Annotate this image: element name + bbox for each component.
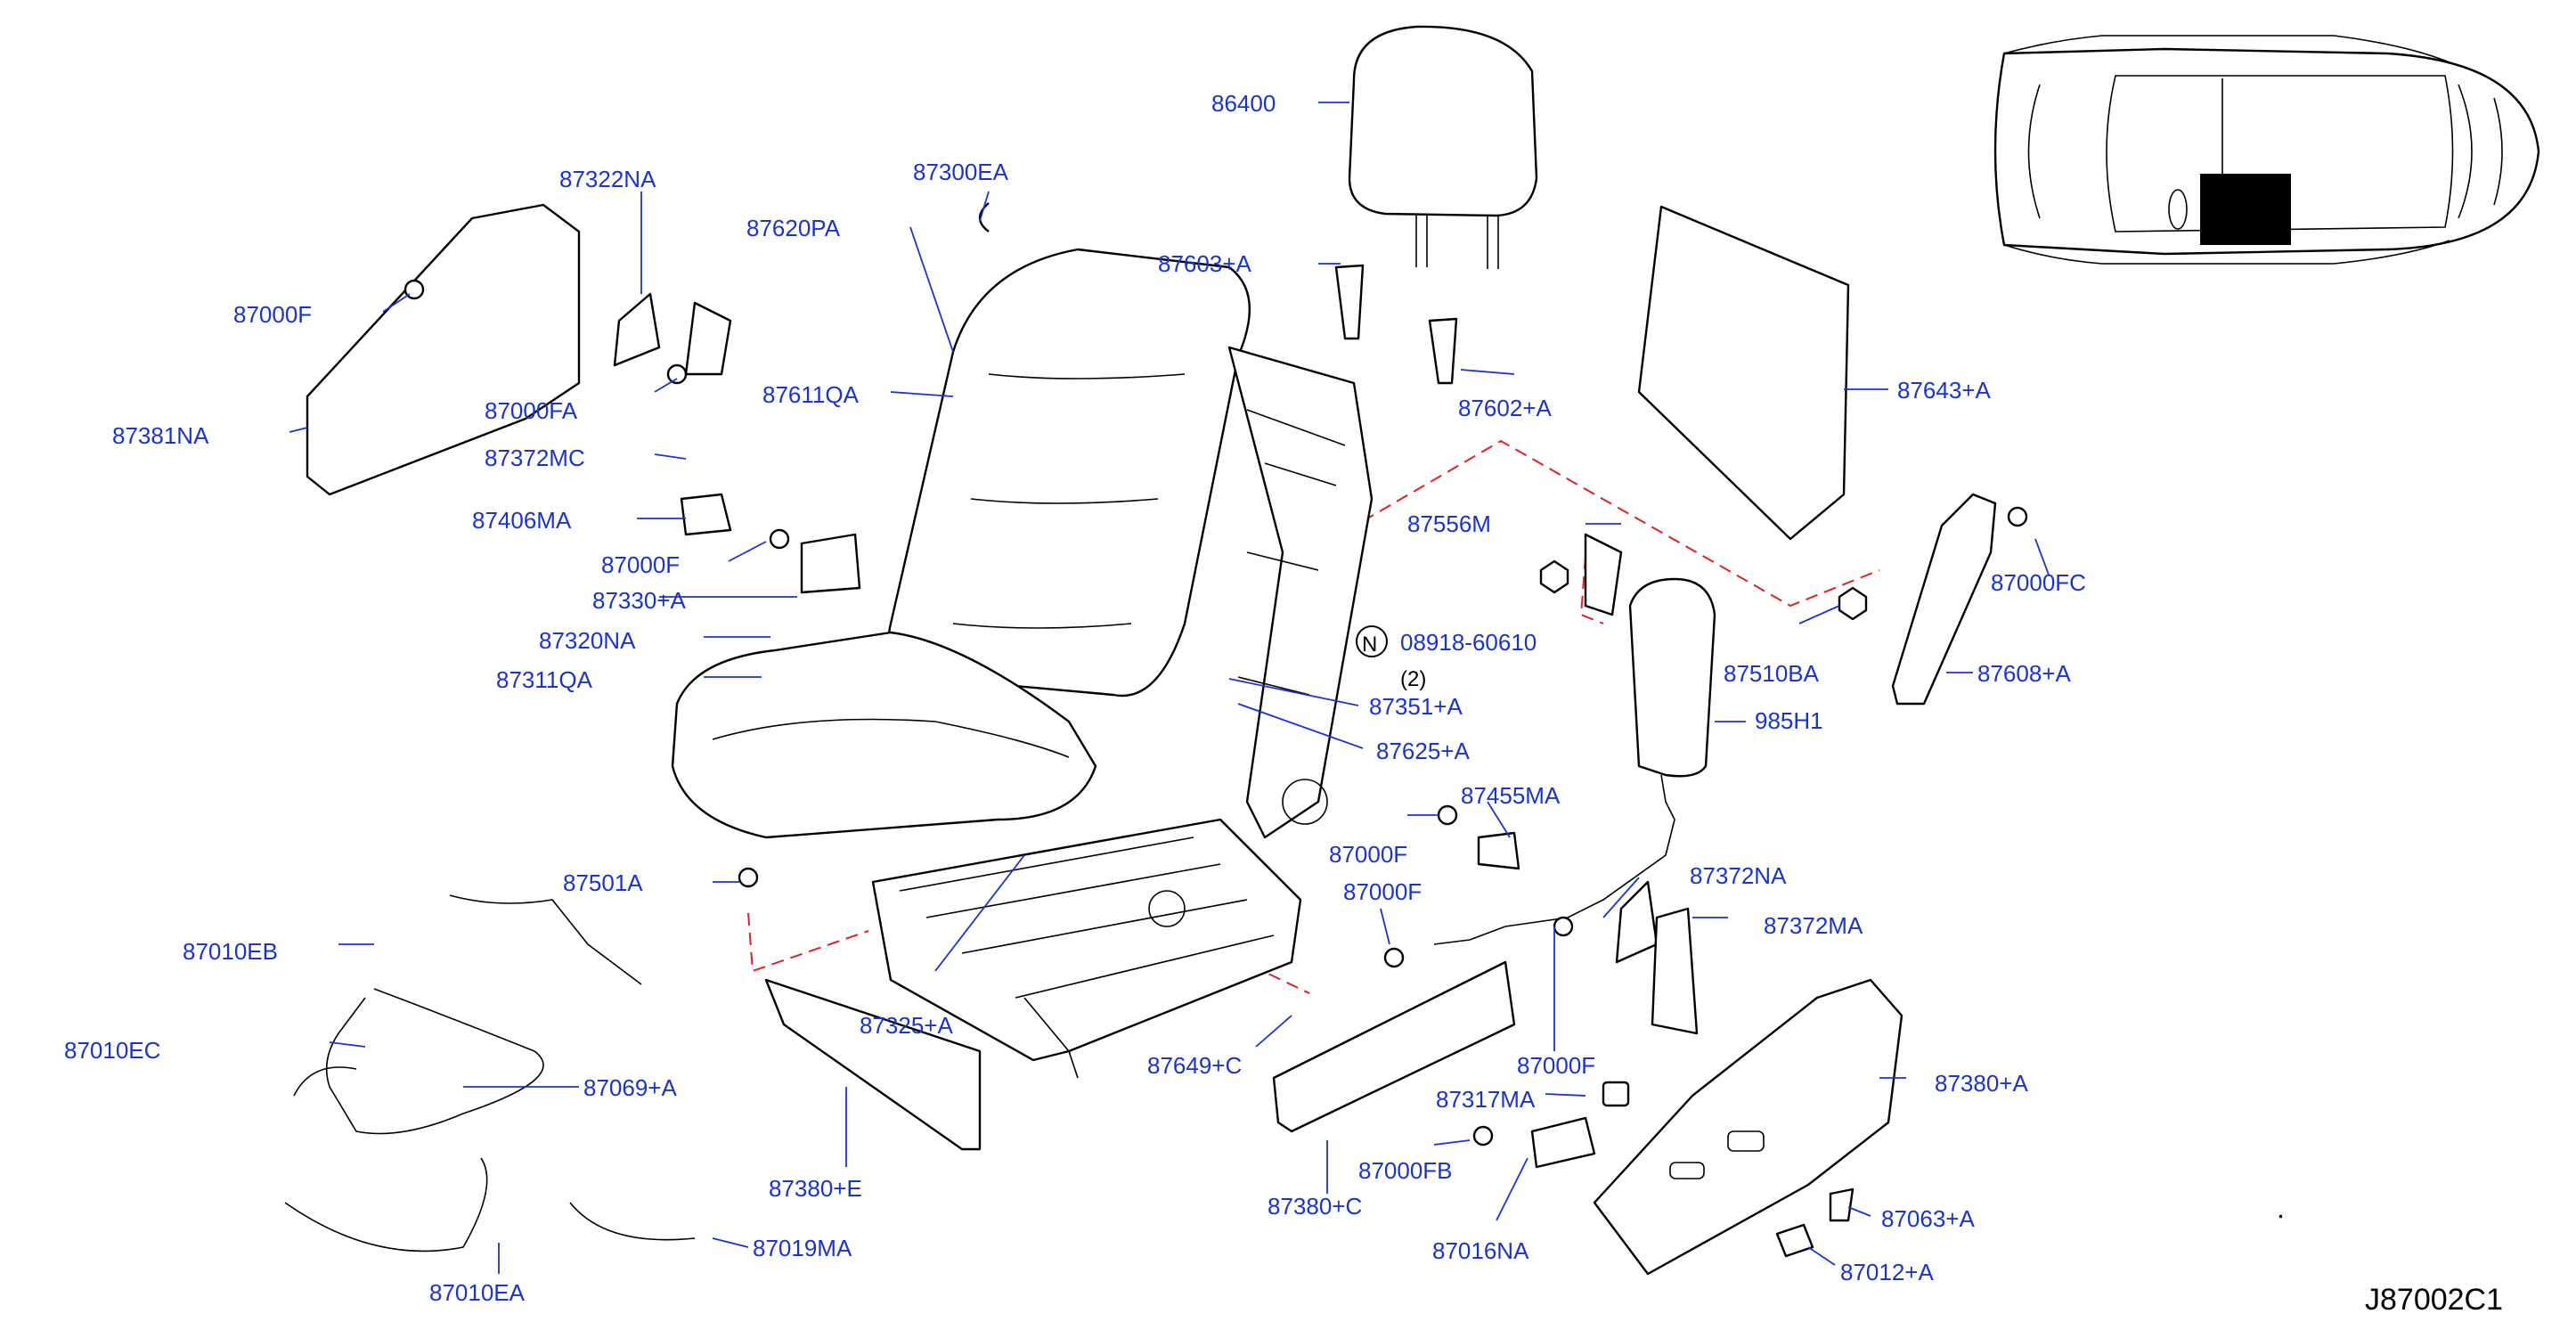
callout-87000fb: 87000FB <box>1358 1157 1453 1184</box>
callout-87625a: 87625+A <box>1376 738 1470 764</box>
callout-87000fc: 87000FC <box>1991 569 2086 596</box>
callout-87000f-4: 87000F <box>1343 878 1422 905</box>
callout-87372ma: 87372MA <box>1764 912 1863 939</box>
seat-frame <box>871 818 1302 1079</box>
callout-87510ba: 87510BA <box>1724 660 1820 687</box>
lower-trim-87380e <box>764 978 982 1151</box>
callout-87330a: 87330+A <box>592 587 686 614</box>
callout-87620pa: 87620PA <box>746 215 841 241</box>
callout-87000fa: 87000FA <box>485 397 578 424</box>
callout-87602a: 87602+A <box>1458 395 1552 421</box>
seat-back <box>887 248 1251 698</box>
seat-cushion <box>671 631 1097 839</box>
callout-87010eb: 87010EB <box>183 938 278 965</box>
callout-87300ea: 87300EA <box>913 159 1009 185</box>
callout-87643a: 87643+A <box>1897 377 1991 404</box>
callout-87372na: 87372NA <box>1690 862 1787 889</box>
callout-87455ma: 87455MA <box>1461 782 1561 809</box>
shield-87381na <box>306 203 581 496</box>
callout-87603a: 87603+A <box>1158 250 1251 277</box>
car-overview <box>1993 35 2540 265</box>
nut-symbol: N <box>1362 632 1377 657</box>
wiring-harness <box>284 894 696 1253</box>
callout-87010ec: 87010EC <box>64 1037 160 1064</box>
outer-shield-87380a <box>1593 978 1903 1276</box>
callout-87063a: 87063+A <box>1881 1205 1975 1232</box>
nut-symbol-circle <box>1356 625 1388 657</box>
callout-87010ea: 87010EA <box>429 1279 526 1306</box>
headrest <box>1348 25 1538 269</box>
callout-985h1: 985H1 <box>1755 707 1823 734</box>
diagram-code: J87002C1 <box>2365 1283 2503 1317</box>
callout-87317ma: 87317MA <box>1436 1086 1536 1113</box>
nut-quantity: (2) <box>1400 667 1426 691</box>
callout-87000f-3: 87000F <box>1329 841 1407 868</box>
inner-cover-87380c <box>1272 960 1516 1133</box>
callout-87611qa: 87611QA <box>762 381 860 408</box>
callout-08918-60610: 08918-60610 <box>1400 629 1537 656</box>
callout-87380a: 87380+A <box>1935 1070 2028 1097</box>
callout-87322na: 87322NA <box>559 166 656 192</box>
callout-87000f-1: 87000F <box>233 301 312 328</box>
leader-lines <box>289 102 2050 1274</box>
callout-87380e: 87380+E <box>769 1175 862 1202</box>
callout-87000f-2: 87000F <box>601 551 680 578</box>
callout-87069a: 87069+A <box>583 1074 677 1101</box>
callout-87381na: 87381NA <box>112 422 209 449</box>
callout-87351a: 87351+A <box>1369 693 1463 720</box>
callout-87501a: 87501A <box>563 869 643 896</box>
callout-87311qa: 87311QA <box>496 666 593 693</box>
hardware-glyphs <box>404 202 2283 1258</box>
callout-86400: 86400 <box>1211 90 1276 117</box>
callout-87649c: 87649+C <box>1147 1052 1242 1079</box>
callout-87608a: 87608+A <box>1977 660 2071 687</box>
seat-location-marker <box>2200 174 2291 245</box>
callout-87556m: 87556M <box>1407 510 1491 537</box>
callout-87372mc: 87372MC <box>485 445 585 471</box>
seat-back-frame <box>1227 346 1374 839</box>
callout-87016na: 87016NA <box>1432 1237 1529 1264</box>
callout-87380c: 87380+C <box>1268 1193 1362 1220</box>
callout-87000f-5: 87000F <box>1517 1052 1595 1079</box>
callout-87320na: 87320NA <box>539 627 636 654</box>
back-board <box>1637 205 1850 541</box>
callout-87019ma: 87019MA <box>753 1235 852 1261</box>
trim-87608a <box>1891 493 1997 706</box>
callout-87325a: 87325+A <box>860 1012 953 1039</box>
callout-87012a: 87012+A <box>1840 1259 1934 1285</box>
callout-labels: 86400 87300EA 87322NA 87620PA 87603+A 87… <box>64 90 2086 1306</box>
side-airbag <box>1433 577 1716 945</box>
callout-87406ma: 87406MA <box>472 507 572 534</box>
